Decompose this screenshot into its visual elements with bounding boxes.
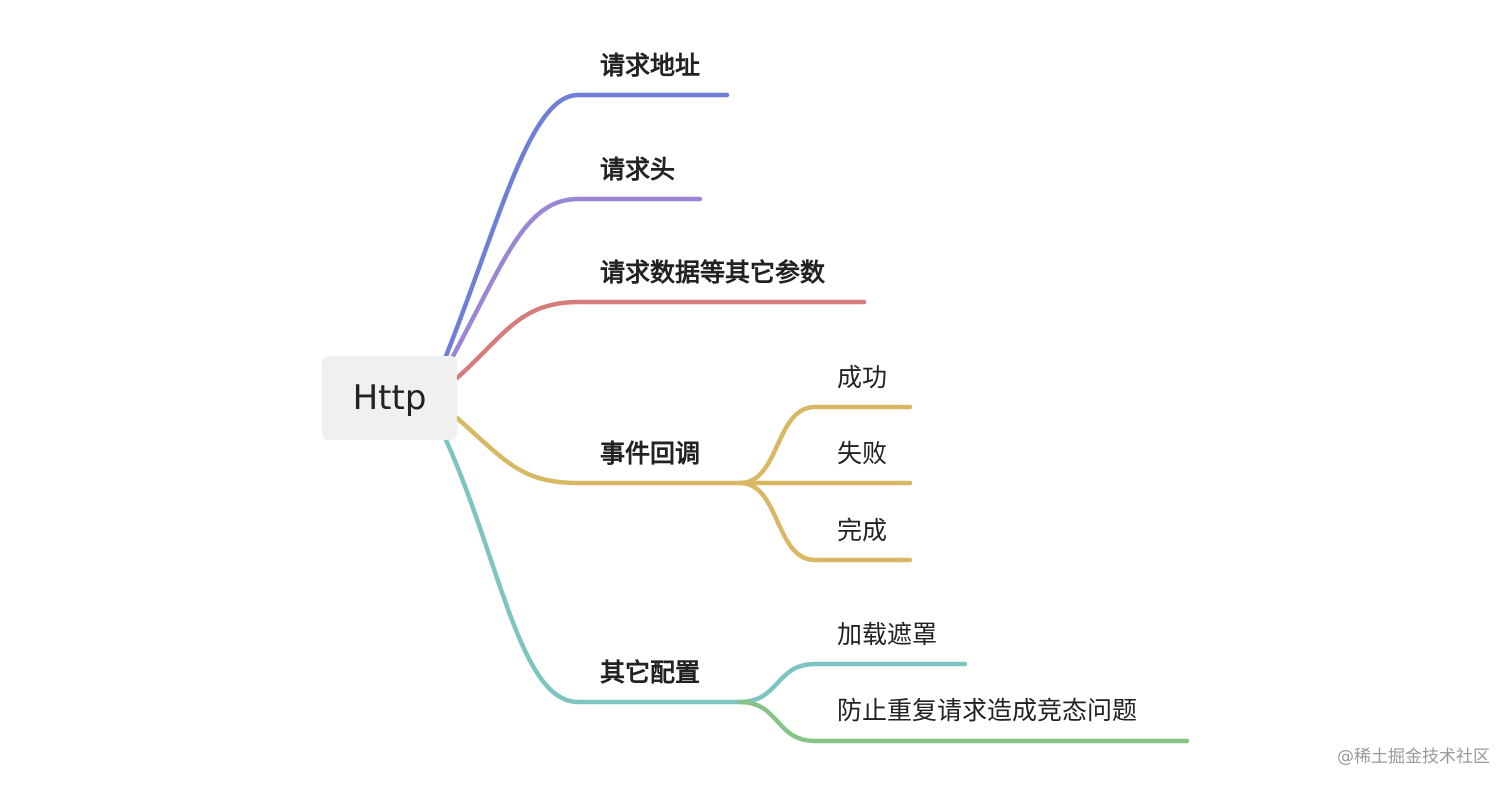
branch-line-success (737, 404, 913, 486)
branch-line-complete (737, 480, 913, 563)
branch-line-event-callbacks (454, 415, 743, 486)
branch-line-request-data (454, 299, 867, 381)
node-request-data[interactable]: 请求数据等其它参数 (600, 258, 826, 287)
branch-line-prevent-duplicate (737, 699, 1190, 744)
branch-line-request-url (443, 92, 730, 359)
watermark: @稀土掘金技术社区 (1337, 747, 1490, 767)
root-label: Http (352, 378, 427, 418)
node-other-config[interactable]: 其它配置 (600, 658, 701, 687)
node-failure[interactable]: 失败 (837, 439, 888, 468)
node-loading-mask[interactable]: 加载遮罩 (837, 620, 938, 649)
node-event-callbacks[interactable]: 事件回调 (600, 439, 701, 468)
node-request-url[interactable]: 请求地址 (600, 51, 701, 80)
node-success[interactable]: 成功 (837, 363, 888, 392)
node-complete[interactable]: 完成 (837, 516, 888, 545)
root-node[interactable]: Http (322, 356, 457, 440)
node-request-headers[interactable]: 请求头 (600, 155, 676, 184)
branch-line-request-headers (449, 196, 703, 361)
branch-line-other-config (443, 437, 743, 705)
branch-line-loading-mask (737, 661, 968, 705)
node-prevent-duplicate[interactable]: 防止重复请求造成竞态问题 (837, 696, 1138, 725)
